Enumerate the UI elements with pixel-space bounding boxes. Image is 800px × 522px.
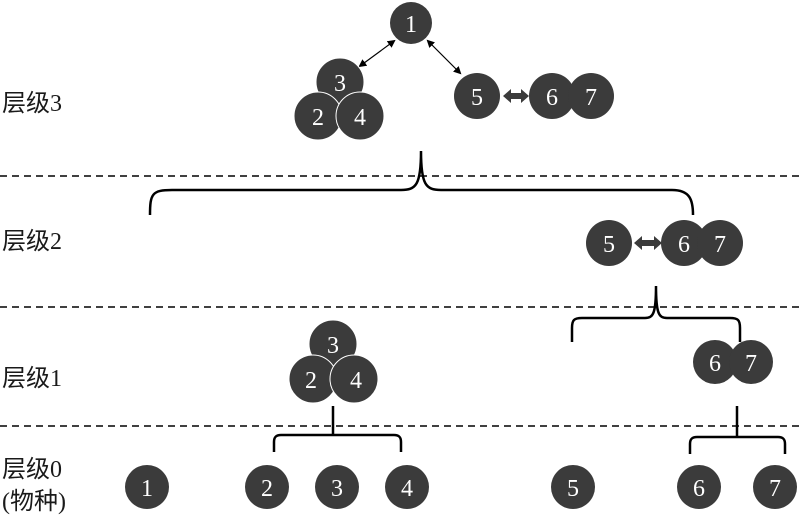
cluster-l3-567: 5 6 7 (454, 73, 614, 119)
node-l0-2: 2 (245, 465, 289, 509)
node-l1-6: 6 (709, 351, 721, 377)
node-l1-7: 7 (745, 351, 757, 377)
svg-text:5: 5 (567, 476, 579, 502)
svg-text:4: 4 (401, 476, 413, 502)
svg-text:2: 2 (261, 476, 273, 502)
double-arrow-icon (503, 89, 529, 103)
node-l0-1: 1 (125, 465, 169, 509)
node-l0-3: 3 (315, 465, 359, 509)
brace-l2 (570, 285, 742, 342)
cluster-l3-234: 3 2 4 (293, 57, 385, 141)
svg-text:1: 1 (405, 12, 417, 38)
cluster-l1-234: 3 2 4 (288, 319, 379, 404)
node-l3-2: 2 (312, 105, 324, 131)
cluster-l2-567: 5 6 7 (586, 220, 743, 266)
node-l2-5: 5 (603, 232, 615, 258)
level-2-label: 层级2 (2, 229, 62, 255)
node-l1-2: 2 (305, 368, 317, 394)
node-l0-5: 5 (551, 465, 595, 509)
svg-text:1: 1 (141, 476, 153, 502)
node-l3-7: 7 (585, 85, 597, 111)
link-1-to-cluster234 (358, 39, 396, 68)
node-l1-3: 3 (327, 333, 339, 359)
level-3-label: 层级3 (2, 91, 62, 117)
link-1-to-cluster567 (426, 39, 462, 75)
svg-text:7: 7 (769, 476, 781, 502)
node-l3-4: 4 (354, 105, 366, 131)
node-l3-3: 3 (334, 71, 346, 97)
node-l2-6: 6 (678, 232, 690, 258)
bracket-l1-234 (272, 406, 403, 452)
level-0-sublabel: (物种) (2, 489, 66, 515)
node-l2-7: 7 (714, 232, 726, 258)
cluster-l1-67: 6 7 (693, 340, 773, 384)
double-arrow-icon (634, 236, 662, 250)
node-l3-1: 1 (390, 2, 432, 44)
svg-text:6: 6 (693, 476, 705, 502)
svg-text:3: 3 (331, 476, 343, 502)
brace-l3 (148, 150, 695, 216)
node-l0-7: 7 (753, 465, 797, 509)
bracket-l1-67 (688, 406, 787, 454)
node-l3-5: 5 (471, 85, 483, 111)
level-0-label: 层级0 (2, 457, 62, 483)
node-l0-4: 4 (385, 465, 429, 509)
node-l3-6: 6 (546, 85, 558, 111)
node-l1-4: 4 (350, 368, 362, 394)
level-1-label: 层级1 (2, 366, 62, 392)
node-l0-6: 6 (677, 465, 721, 509)
